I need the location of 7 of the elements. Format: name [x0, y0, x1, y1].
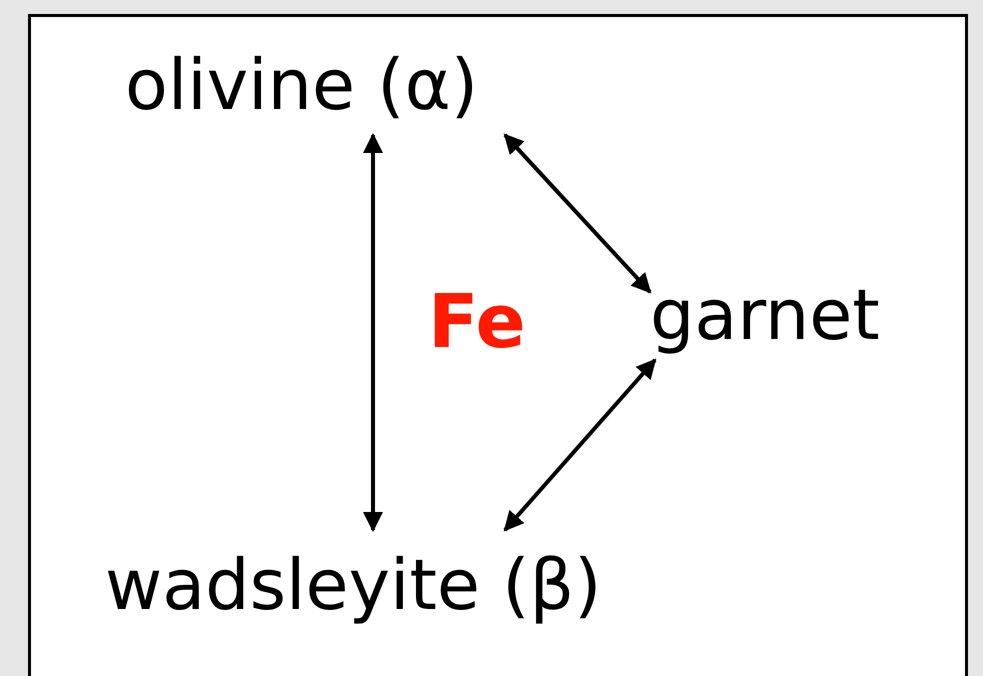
double-arrow: [504, 358, 656, 532]
double-arrow: [504, 134, 652, 294]
mineral-name: olivine (α): [125, 44, 478, 126]
element-symbol: Fe: [428, 285, 526, 359]
mineral-name: garnet: [650, 274, 880, 356]
mineral-name: wadsleyite (β): [105, 544, 602, 626]
double-arrow: [363, 133, 383, 532]
